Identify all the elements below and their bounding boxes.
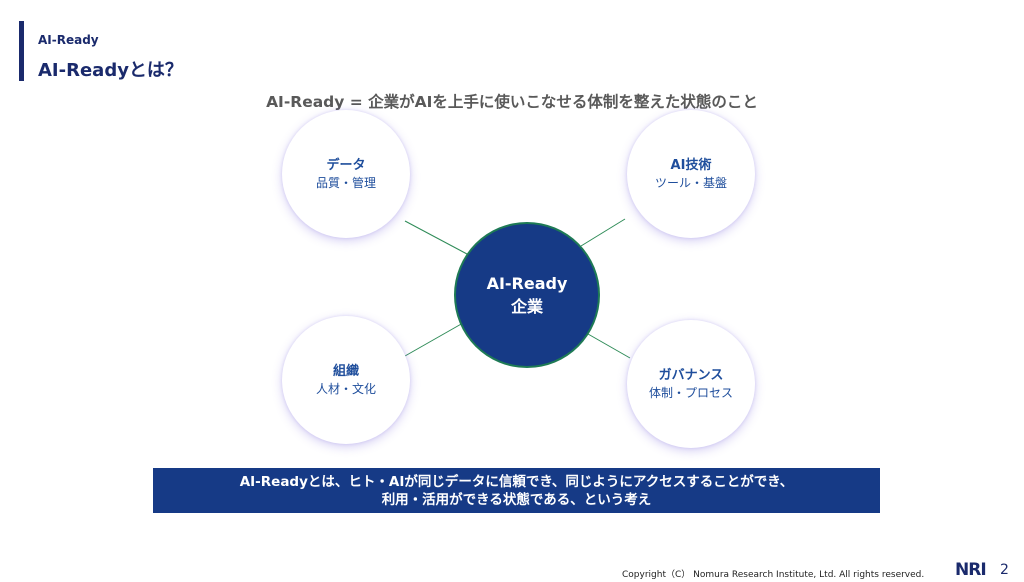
node-ai-technology-title: AI技術 [670, 157, 712, 173]
title-accent-bar [19, 21, 24, 81]
connector-line-governance [587, 333, 631, 359]
summary-line1: AI-Readyとは、ヒト・AIが同じデータに信頼でき、同じようにアクセスするこ… [239, 473, 794, 490]
summary-line2: 利用・活用ができる状態である、という考え [381, 491, 652, 508]
copyright-text: Copyright（C） Nomura Research Institute, … [622, 570, 925, 580]
page-number: 2 [1000, 562, 1009, 578]
connector-line-ai-tech [580, 218, 626, 247]
connector-line-organization [404, 322, 464, 357]
definition-statement: AI-Ready = 企業がAIを上手に使いこなせる体制を整えた状態のこと [266, 93, 758, 111]
center-node-line1: AI-Ready [486, 274, 568, 293]
center-node-line2: 企業 [510, 297, 543, 316]
node-governance-subtitle: 体制・プロセス [648, 385, 733, 400]
node-governance: ガバナンス 体制・プロセス [627, 320, 755, 448]
connector-line-data [404, 220, 468, 255]
node-organization-subtitle: 人材・文化 [315, 381, 376, 396]
node-organization-title: 組織 [332, 363, 359, 379]
summary-banner: AI-Readyとは、ヒト・AIが同じデータに信頼でき、同じようにアクセスするこ… [153, 468, 880, 513]
center-node-ai-ready-company: AI-Ready 企業 [456, 224, 598, 366]
nri-logo: NRI [955, 560, 987, 580]
node-ai-technology: AI技術 ツール・基盤 [627, 110, 755, 238]
node-data-title: データ [326, 157, 366, 173]
page-title: AI-Readyとは？ [38, 60, 183, 81]
node-governance-title: ガバナンス [658, 367, 724, 383]
section-label: AI-Ready [38, 33, 99, 47]
node-data: データ 品質・管理 [282, 110, 410, 238]
node-ai-technology-subtitle: ツール・基盤 [654, 175, 727, 190]
node-organization: 組織 人材・文化 [282, 316, 410, 444]
node-data-subtitle: 品質・管理 [315, 175, 376, 190]
